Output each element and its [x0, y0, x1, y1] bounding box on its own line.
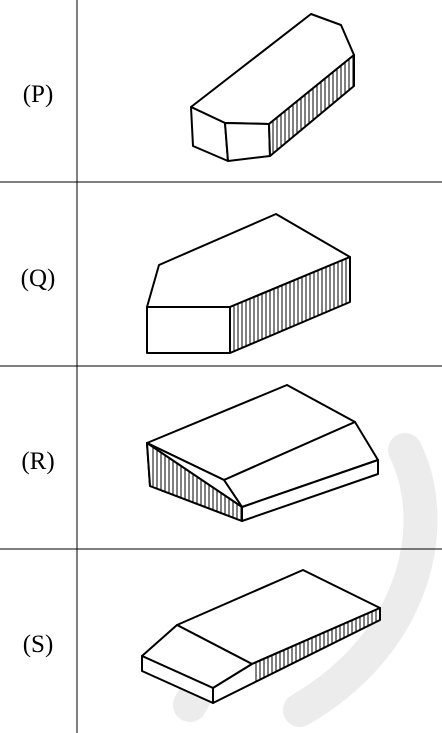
row-label-p: (P)	[23, 81, 54, 108]
block-r-end-hatch-face	[146, 442, 243, 522]
block-p-bevel-face	[224, 122, 271, 162]
block-p-side-hatching	[272, 55, 354, 154]
block-s	[141, 569, 381, 704]
block-r	[146, 384, 379, 522]
block-r-end-hatching	[152, 447, 242, 521]
row-label-s: (S)	[23, 631, 54, 658]
row-label-r: (R)	[21, 448, 54, 475]
block-s-side-hatching	[255, 609, 377, 682]
block-q	[146, 213, 351, 354]
row-label-q: (Q)	[21, 265, 56, 292]
block-q-side-hatching	[233, 258, 347, 352]
block-q-front-face	[146, 306, 231, 354]
block-p	[190, 13, 355, 162]
